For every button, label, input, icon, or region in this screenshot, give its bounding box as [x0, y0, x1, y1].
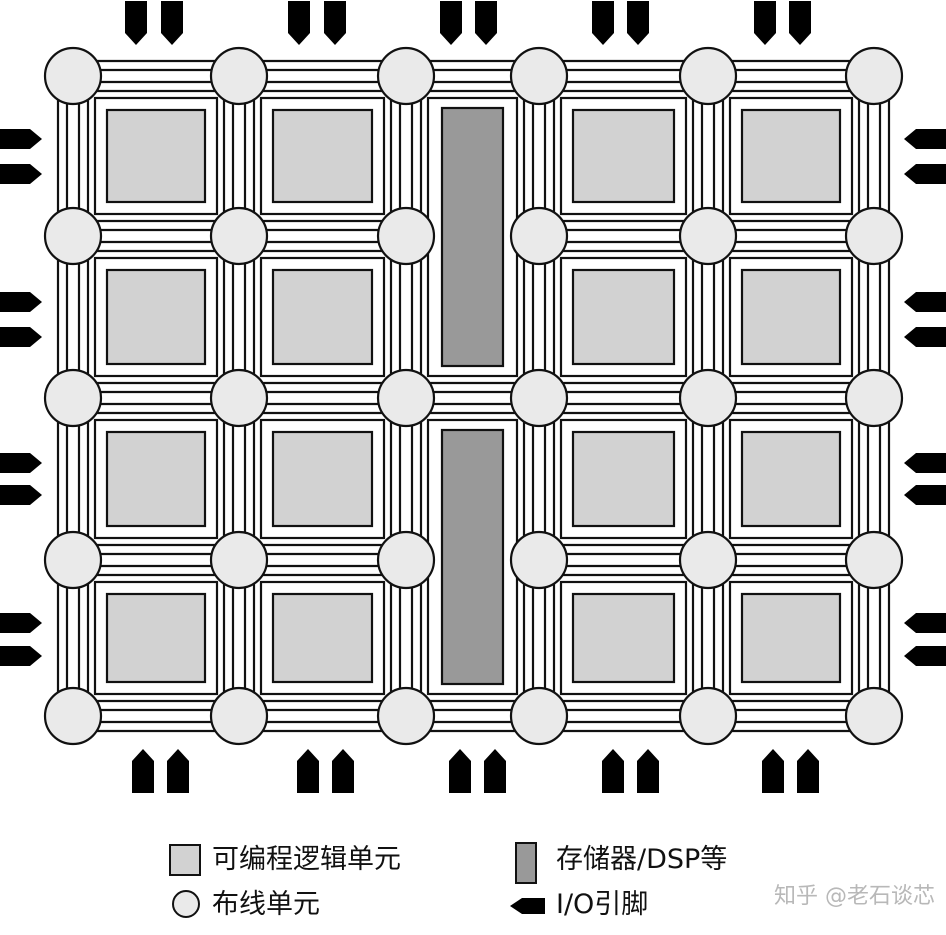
- io-pin-icon: [0, 485, 42, 505]
- routing-cell: [43, 686, 103, 746]
- memory-dsp-block: [440, 428, 505, 686]
- io-pin-icon: [0, 129, 42, 149]
- io-pin-icon: [627, 1, 649, 45]
- io-pin-icon: [0, 453, 42, 473]
- legend-label-routing-cell: 布线单元: [212, 889, 320, 920]
- logic-cell: [271, 268, 374, 366]
- logic-cell: [571, 430, 676, 528]
- routing-cell: [376, 46, 436, 106]
- logic-cell: [740, 268, 842, 366]
- routing-cell: [678, 530, 738, 590]
- io-pin-icon: [0, 327, 42, 347]
- legend-io-pin-icon: [510, 898, 545, 914]
- routing-cell: [209, 686, 269, 746]
- memory-dsp-block: [440, 106, 505, 368]
- routing-cell: [844, 368, 904, 428]
- logic-blocks: [93, 96, 854, 696]
- logic-cell: [105, 108, 207, 204]
- logic-cell: [571, 108, 676, 204]
- io-pin-icon: [904, 129, 946, 149]
- io-pin-icon: [904, 613, 946, 633]
- io-pin-icon: [475, 1, 497, 45]
- io-pin-icon: [904, 485, 946, 505]
- io-pin-icon: [0, 613, 42, 633]
- io-pin-icon: [904, 327, 946, 347]
- io-pin-icon: [440, 1, 462, 45]
- io-pin-icon: [797, 749, 819, 793]
- io-pin-icon: [592, 1, 614, 45]
- routing-cell: [844, 206, 904, 266]
- io-pin-icon: [161, 1, 183, 45]
- legend-icons: [169, 842, 545, 918]
- io-pin-icon: [754, 1, 776, 45]
- io-pin-icon: [324, 1, 346, 45]
- logic-cell: [271, 430, 374, 528]
- legend-routing-cell-icon: [172, 890, 200, 918]
- logic-cell: [571, 268, 676, 366]
- io-pin-icon: [0, 164, 42, 184]
- routing-cell: [844, 530, 904, 590]
- io-pin-icon: [297, 749, 319, 793]
- io-pin-icon: [132, 749, 154, 793]
- io-pin-icon: [904, 292, 946, 312]
- routing-cell: [209, 368, 269, 428]
- legend-label-memory-dsp: 存储器/DSP等: [556, 844, 728, 875]
- routing-cell: [43, 368, 103, 428]
- routing-cell: [678, 206, 738, 266]
- routing-cell: [376, 368, 436, 428]
- io-pin-icon: [125, 1, 147, 45]
- logic-cell: [105, 592, 207, 684]
- io-pin-icon: [0, 646, 42, 666]
- routing-cell: [43, 530, 103, 590]
- io-pin-icon: [288, 1, 310, 45]
- io-pins: [0, 1, 946, 793]
- io-pin-icon: [0, 292, 42, 312]
- logic-cell: [740, 108, 842, 204]
- routing-cell: [43, 46, 103, 106]
- routing-cell: [509, 530, 569, 590]
- io-pin-icon: [789, 1, 811, 45]
- io-pin-icon: [637, 749, 659, 793]
- logic-cell: [271, 592, 374, 684]
- routing-cells: [43, 46, 904, 746]
- routing-cell: [43, 206, 103, 266]
- routing-cell: [509, 206, 569, 266]
- routing-cell: [678, 686, 738, 746]
- io-pin-icon: [332, 749, 354, 793]
- routing-cell: [209, 46, 269, 106]
- routing-cell: [844, 46, 904, 106]
- logic-cell: [105, 430, 207, 528]
- routing-cell: [509, 368, 569, 428]
- routing-cell: [376, 686, 436, 746]
- logic-cell: [105, 268, 207, 366]
- logic-cell: [740, 592, 842, 684]
- logic-cell: [740, 430, 842, 528]
- io-pin-icon: [449, 749, 471, 793]
- logic-cell: [271, 108, 374, 204]
- io-pin-icon: [904, 453, 946, 473]
- io-pin-icon: [904, 164, 946, 184]
- io-pin-icon: [484, 749, 506, 793]
- legend-memory-dsp-icon: [515, 842, 537, 884]
- legend-label-logic-cell: 可编程逻辑单元: [212, 844, 401, 875]
- routing-cell: [209, 530, 269, 590]
- routing-cell: [376, 530, 436, 590]
- io-pin-icon: [904, 646, 946, 666]
- routing-cell: [209, 206, 269, 266]
- io-pin-icon: [167, 749, 189, 793]
- routing-cell: [844, 686, 904, 746]
- routing-cell: [509, 46, 569, 106]
- routing-cell: [678, 368, 738, 428]
- watermark-text: 知乎 @老石谈芯: [774, 884, 935, 909]
- legend-logic-cell-icon: [169, 844, 201, 876]
- routing-cell: [678, 46, 738, 106]
- routing-cell: [509, 686, 569, 746]
- legend-label-io-pin: I/O引脚: [556, 889, 649, 920]
- io-pin-icon: [602, 749, 624, 793]
- logic-cell: [571, 592, 676, 684]
- routing-cell: [376, 206, 436, 266]
- io-pin-icon: [762, 749, 784, 793]
